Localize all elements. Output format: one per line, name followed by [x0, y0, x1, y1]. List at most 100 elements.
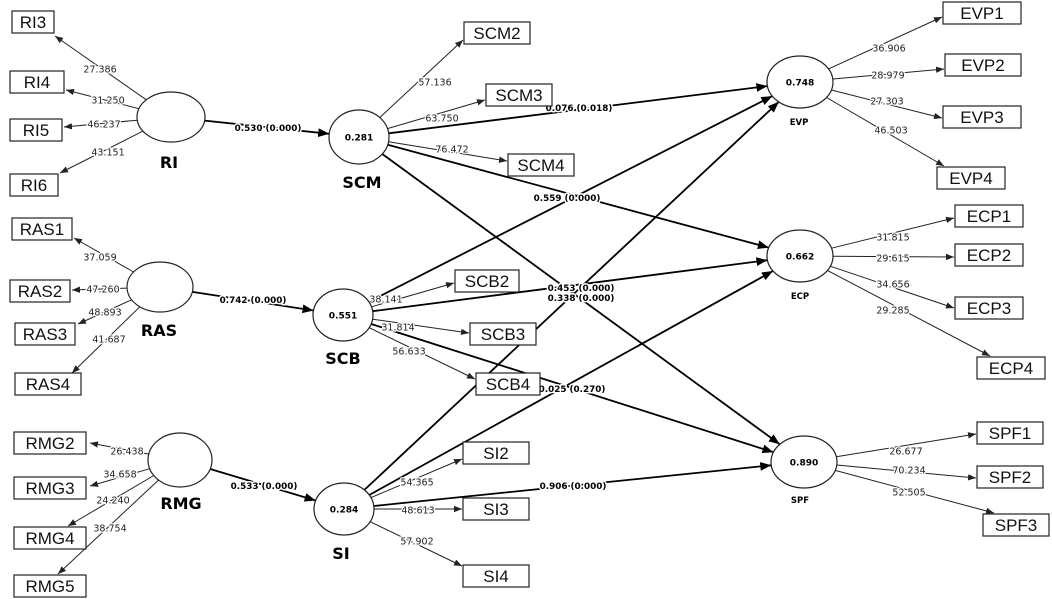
loading-arrow-scb4	[368, 327, 476, 380]
indicator-ras2-box	[9, 279, 71, 303]
indicator-si3-label: SI3	[483, 500, 509, 519]
loading-ecp1: 31.815	[876, 232, 909, 243]
path-si-spf-coefficient: 0.906 (0.000)	[540, 482, 607, 492]
indicator-evp2-label: EVP2	[961, 56, 1004, 75]
indicator-scm2-label: SCM2	[473, 24, 520, 43]
loading-ecp3: 34.656	[876, 279, 909, 290]
construct-nodes: RIRASRMG0.281SCM0.551SCB0.284SI0.748EVP0…	[126, 55, 838, 563]
loading-arrow-ri4	[65, 88, 140, 110]
loading-arrow-ras1	[73, 237, 134, 273]
indicator-rmg5-label: RMG5	[25, 577, 74, 596]
loading-spf3: 52.505	[892, 487, 925, 498]
indicator-evp3-label: EVP3	[960, 108, 1003, 127]
construct-rmg	[147, 432, 213, 488]
indicator-spf3-box	[982, 513, 1050, 537]
construct-scm	[328, 109, 390, 165]
construct-evp-label: EVP	[790, 118, 809, 128]
loading-arrow-ecp2	[832, 253, 955, 261]
indicator-scb4-label: SCB4	[486, 375, 530, 394]
loading-ras3: 48.893	[88, 307, 121, 318]
indicator-scb2-box	[454, 269, 520, 293]
construct-si-label: SI	[332, 544, 349, 563]
loading-arrow-scb3	[372, 318, 470, 336]
construct-ras	[126, 261, 194, 313]
construct-scb-r2: 0.551	[329, 311, 357, 321]
loading-arrow-ri5	[63, 119, 138, 130]
indicator-rmg4-label: RMG4	[25, 529, 74, 548]
loading-scb2: 38.141	[369, 294, 402, 305]
indicator-ras2-label: RAS2	[18, 282, 62, 301]
path-ri-scm-coefficient: 0.530 (0.000)	[235, 124, 302, 134]
construct-spf-label: SPF	[791, 496, 809, 506]
indicator-evp1-box	[942, 1, 1022, 25]
loading-arrow-ras2	[71, 286, 128, 293]
indicator-ecp4-label: ECP4	[989, 359, 1033, 378]
loading-arrow-evp2	[832, 66, 945, 80]
construct-spf	[770, 435, 838, 489]
indicator-si3-box	[462, 497, 530, 521]
indicator-ecp2-box	[954, 243, 1024, 267]
loading-rmg4: 24.240	[96, 495, 129, 506]
loading-arrow-ecp4	[827, 269, 991, 357]
loading-rmg5: 38.754	[93, 523, 126, 534]
construct-si	[313, 482, 375, 536]
path-ras-scb	[192, 291, 314, 314]
indicator-scb4-box	[475, 372, 541, 396]
loading-si4: 57.902	[400, 536, 433, 547]
indicator-rmg4-box	[13, 526, 87, 550]
loading-arrow-scm4	[388, 141, 508, 163]
construct-ecp-label: ECP	[791, 292, 809, 302]
indicator-ri3-box	[11, 10, 55, 34]
indicator-ri6-label: RI6	[21, 176, 47, 195]
construct-si-r2: 0.284	[330, 505, 358, 515]
loading-arrow-rmg5	[57, 479, 159, 575]
indicator-scm2-box	[463, 21, 531, 45]
indicator-ras4-box	[14, 372, 82, 396]
indicator-spf1-box	[976, 421, 1044, 445]
path-scb-evp-coefficient: 0.559 (0.000)	[534, 194, 601, 204]
indicator-ras1-box	[11, 217, 73, 241]
loading-arrow-evp3	[831, 89, 943, 120]
loading-si2: 54.365	[400, 477, 433, 488]
path-scm-spf-coefficient: 0.338 (0.000)	[548, 294, 615, 304]
indicator-boxes: RI3RI4RI5RI6RAS1RAS2RAS3RAS4RMG2RMG3RMG4…	[9, 1, 1050, 598]
loading-evp2: 28.979	[871, 70, 904, 81]
loading-arrow-evp4	[826, 97, 945, 167]
loading-arrow-si4	[369, 521, 463, 567]
indicator-ri4-box	[9, 70, 65, 94]
path-scb-spf-coefficient: 0.025 (0.270)	[539, 385, 606, 395]
path-si-evp	[363, 101, 780, 491]
indicator-scb3-label: SCB3	[481, 325, 525, 344]
path-scb-spf	[370, 323, 774, 454]
path-ras-scb-coefficient: 0.742 (0.000)	[220, 296, 287, 306]
indicator-ras1-label: RAS1	[20, 220, 64, 239]
indicator-spf2-label: SPF2	[989, 468, 1032, 487]
path-scb-evp	[368, 95, 773, 303]
loading-ecp2: 29.615	[876, 253, 909, 264]
loading-arrow-scm2	[379, 39, 464, 118]
indicator-ecp1-label: ECP1	[967, 207, 1011, 226]
loading-arrow-rmg3	[89, 468, 150, 487]
path-scb-ecp-coefficient: 0.453 (0.000)	[548, 284, 615, 294]
indicator-ri3-label: RI3	[20, 13, 46, 32]
indicator-ri6-box	[9, 173, 59, 197]
loading-ras4: 41.687	[92, 334, 125, 345]
path-si-spf	[373, 462, 772, 507]
indicator-rmg3-label: RMG3	[25, 479, 74, 498]
indicator-rmg2-label: RMG2	[25, 434, 74, 453]
loading-arrow-evp1	[828, 16, 943, 70]
indicator-si2-label: SI2	[483, 444, 509, 463]
loading-si3: 48.613	[401, 505, 434, 516]
loading-arrow-spf1	[836, 432, 977, 458]
loading-scm2: 57.136	[418, 77, 451, 88]
loading-arrow-ras4	[71, 306, 141, 374]
loading-arrow-ri6	[59, 130, 144, 174]
indicator-ecp3-box	[954, 296, 1024, 320]
path-scm-spf	[381, 153, 781, 446]
indicator-si4-box	[462, 564, 530, 588]
path-coefficient-labels: 0.530 (0.000) 0.742 (0.000) 0.533 (0.000) 0…	[218, 103, 616, 494]
indicator-ras3-label: RAS3	[23, 325, 67, 344]
construct-evp	[766, 55, 834, 109]
indicator-rmg3-box	[13, 476, 87, 500]
path-rmg-si-coefficient: 0.533 (0.000)	[231, 482, 298, 492]
